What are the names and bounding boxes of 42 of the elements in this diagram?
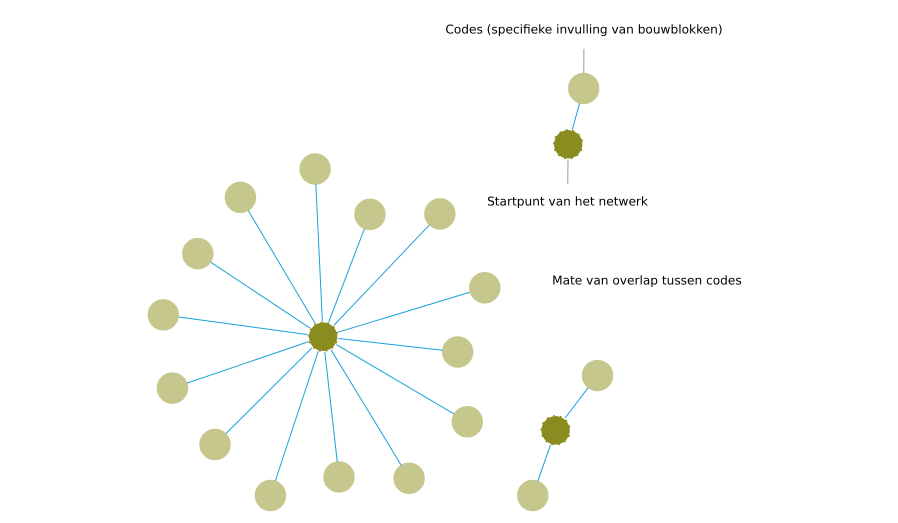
node-text: Startpunt van het netwerk (487, 194, 648, 208)
connector (186, 341, 309, 384)
connector (328, 228, 365, 322)
node-circle (539, 414, 572, 447)
node-circle (469, 272, 500, 304)
node-circle (254, 480, 286, 512)
connector (583, 48, 584, 74)
node-circle (552, 128, 584, 161)
connector (315, 184, 323, 322)
node-circle (442, 336, 474, 368)
connector (178, 316, 308, 336)
connector (537, 444, 551, 482)
connector (248, 210, 316, 324)
node-text: Codes (specifieke invulling van bouwblokken) (445, 22, 723, 37)
node-circle (582, 360, 614, 392)
connector (330, 350, 402, 466)
node-circle (323, 461, 355, 493)
node-circle (199, 428, 231, 460)
node-circle (156, 372, 188, 404)
node-circle (517, 480, 548, 512)
label: Mate van overlap tussen codes (552, 273, 742, 288)
node-circle (182, 238, 214, 270)
connector (338, 292, 470, 333)
node-circle (568, 72, 600, 104)
connector (572, 103, 580, 130)
node-circle (299, 153, 331, 185)
connector (210, 262, 310, 329)
connector (334, 224, 430, 326)
node-circle (148, 299, 180, 331)
node-circle (224, 182, 256, 214)
node-circle (306, 320, 340, 353)
connector (336, 344, 454, 414)
node-circle (393, 462, 425, 494)
connector (564, 387, 589, 418)
connector (567, 160, 569, 184)
connector (338, 338, 442, 351)
node-circle (452, 406, 484, 438)
node-circle (424, 198, 456, 230)
connector (226, 348, 312, 434)
connector (324, 352, 338, 462)
connector (274, 351, 319, 482)
node-circle (354, 198, 386, 230)
